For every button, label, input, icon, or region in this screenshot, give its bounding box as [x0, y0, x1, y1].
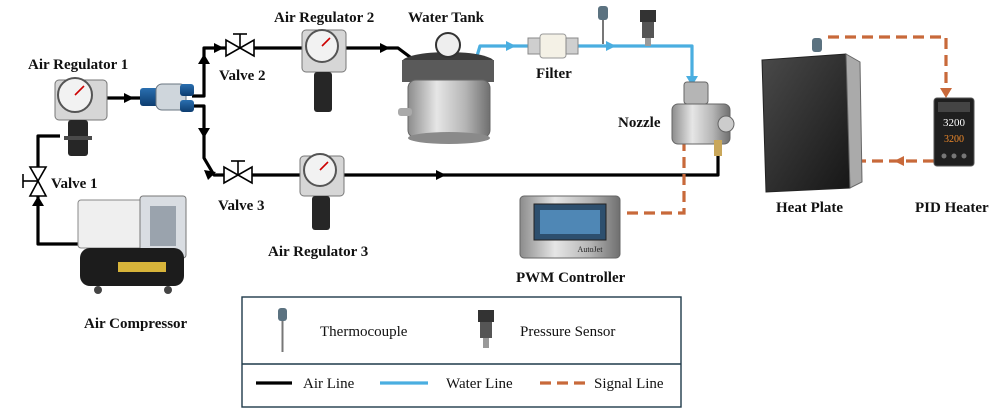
air-regulator-3-device	[299, 153, 345, 230]
signal-lines	[622, 35, 948, 215]
label-valve-2: Valve 2	[219, 68, 266, 84]
label-heat-plate: Heat Plate	[776, 200, 843, 216]
air-line-valve1-to-regulator1	[36, 134, 60, 167]
pid-heater-device: 3200 3200	[933, 97, 975, 167]
pressure-sensor-water	[640, 10, 656, 46]
legend-thermocouple-label: Thermocouple	[320, 324, 408, 340]
label-air-regulator-2: Air Regulator 2	[274, 10, 374, 26]
pwm-brand-text: AutoJet	[578, 245, 604, 254]
signal-nozzle-to-pwm	[622, 140, 686, 215]
legend-signal-line-label: Signal Line	[594, 376, 664, 392]
nozzle-device	[671, 81, 735, 156]
heat-plate-device	[761, 38, 863, 193]
label-filter: Filter	[536, 66, 572, 82]
arrow-right-reg3	[436, 170, 446, 180]
water-tank-device	[398, 32, 494, 144]
air-line-regulator3-to-nozzle	[344, 146, 720, 177]
filter-device	[527, 33, 579, 59]
legend-water-line-label: Water Line	[446, 376, 513, 392]
thermocouple-sensor-water	[598, 6, 608, 44]
valve-2-symbol	[225, 33, 255, 58]
arrow-up-branch	[198, 54, 210, 64]
signal-arrows	[894, 88, 952, 166]
arrow-up-valve1	[32, 196, 44, 206]
air-line-regulator2-to-tank	[344, 46, 415, 62]
label-pwm-controller: PWM Controller	[516, 270, 626, 286]
legend-pressure-sensor-icon	[478, 310, 494, 348]
legend: Thermocouple Pressure Sensor Air Line Wa…	[241, 296, 682, 408]
pid-display-top: 3200	[943, 117, 966, 129]
signal-heatplate-to-pid	[828, 35, 948, 88]
legend-pressure-sensor-label: Pressure Sensor	[520, 324, 615, 340]
label-air-regulator-3: Air Regulator 3	[268, 244, 368, 260]
label-nozzle: Nozzle	[618, 115, 661, 131]
arrow-right-reg1	[124, 93, 134, 103]
air-arrows	[32, 43, 446, 206]
valve-1-symbol	[22, 166, 48, 197]
water-line	[472, 44, 694, 92]
pid-display-bottom: 3200	[944, 134, 964, 145]
arrow-right-valve3	[204, 170, 216, 180]
label-water-tank: Water Tank	[408, 10, 485, 26]
water-arrows	[506, 41, 698, 86]
legend-thermocouple-icon	[278, 308, 287, 352]
arrow-right-reg2	[380, 43, 390, 53]
label-air-regulator-1: Air Regulator 1	[28, 57, 128, 73]
air-line-compressor-to-valve1	[36, 196, 78, 246]
label-air-compressor: Air Compressor	[84, 316, 188, 332]
arrow-down-branch	[198, 128, 210, 138]
air-compressor-device	[77, 195, 187, 294]
air-line-tee-to-valve3	[192, 104, 226, 177]
valve-3-symbol	[223, 160, 253, 185]
air-regulator-2-device	[301, 29, 347, 112]
tee-fitting	[140, 83, 194, 112]
label-valve-1: Valve 1	[51, 176, 98, 192]
arrow-right-valve2	[214, 43, 224, 53]
pwm-controller-device: AutoJet	[519, 195, 621, 259]
label-pid-heater: PID Heater	[915, 200, 989, 216]
air-regulator-1-device	[54, 77, 108, 156]
label-valve-3: Valve 3	[218, 198, 265, 214]
legend-air-line-label: Air Line	[303, 376, 355, 392]
